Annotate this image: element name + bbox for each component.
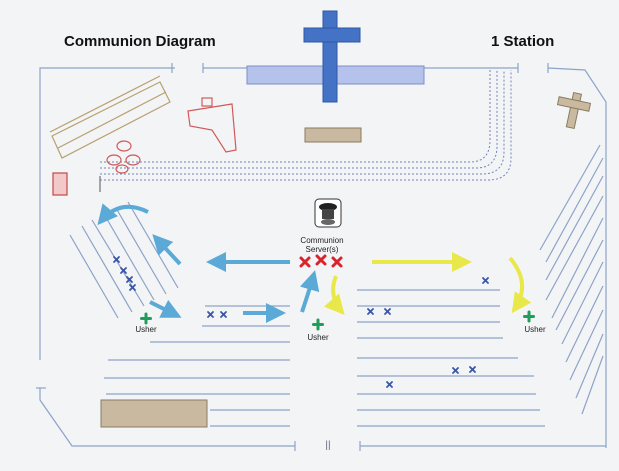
usher-label-left: Usher (135, 325, 157, 334)
station-count: 1 Station (491, 33, 555, 50)
cross-icon (303, 10, 361, 103)
congregant-mark (220, 311, 227, 318)
center-left-pews (104, 305, 290, 427)
server-mark (299, 256, 311, 268)
server-mark (331, 256, 343, 268)
congregant-mark (120, 267, 127, 274)
aisle-marker: || (325, 440, 331, 451)
arrow-up-left (152, 234, 182, 266)
chalice-icon (314, 198, 342, 228)
arrow-curve-left-top (97, 203, 149, 226)
baptismal-font-icon (106, 97, 237, 174)
usher-mark-right (523, 310, 535, 323)
congregant-mark (469, 366, 476, 373)
congregant-marks (113, 256, 489, 388)
arrow-curve-center-right (323, 275, 345, 316)
usher-mark-center (312, 318, 324, 331)
usher-mark-left (140, 312, 152, 325)
small-cross-icon (556, 91, 592, 130)
organ-icon (49, 75, 171, 159)
left-side-pews (69, 201, 179, 319)
congregant-mark (452, 367, 459, 374)
congregant-mark (384, 308, 391, 315)
arrow-curve-center (299, 270, 320, 313)
server-mark (315, 254, 327, 266)
usher-label-right: Usher (524, 325, 546, 334)
congregant-mark (207, 311, 214, 318)
platform-steps (100, 70, 512, 181)
page-title: Communion Diagram (64, 33, 216, 50)
usher-marks (140, 310, 535, 331)
communion-server-label-line2: Server(s) (305, 245, 339, 254)
return-arrows (323, 252, 532, 316)
congregant-mark (367, 308, 374, 315)
arrow-curve-right (508, 256, 532, 314)
communion-server-label-line1: Communion (300, 236, 344, 245)
congregant-mark (126, 276, 133, 283)
congregant-mark (129, 284, 136, 291)
back-table (100, 399, 208, 428)
right-side-pews (539, 144, 604, 415)
server-marks (299, 254, 343, 268)
center-right-pews (357, 289, 545, 427)
congregant-mark (113, 256, 120, 263)
altar-table (304, 127, 362, 143)
flow-arrows (97, 203, 320, 323)
arrow-down-left (149, 299, 182, 318)
building-walls (36, 63, 607, 451)
credence-stand (52, 172, 68, 196)
congregant-mark (386, 381, 393, 388)
congregant-mark (482, 277, 489, 284)
usher-label-center: Usher (307, 333, 329, 342)
